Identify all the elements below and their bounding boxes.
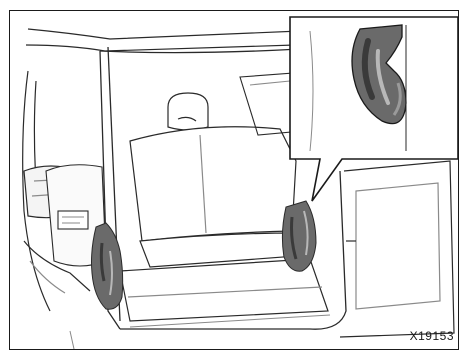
callout-magnifier <box>290 17 458 201</box>
illustration-frame: X19153 <box>9 10 459 350</box>
door-sill <box>70 315 330 349</box>
left-luggage-hook <box>92 223 123 309</box>
figure-code: X19153 <box>410 329 454 343</box>
open-door <box>340 161 454 337</box>
cargo-area-illustration <box>10 11 458 349</box>
right-luggage-hook <box>282 201 316 271</box>
